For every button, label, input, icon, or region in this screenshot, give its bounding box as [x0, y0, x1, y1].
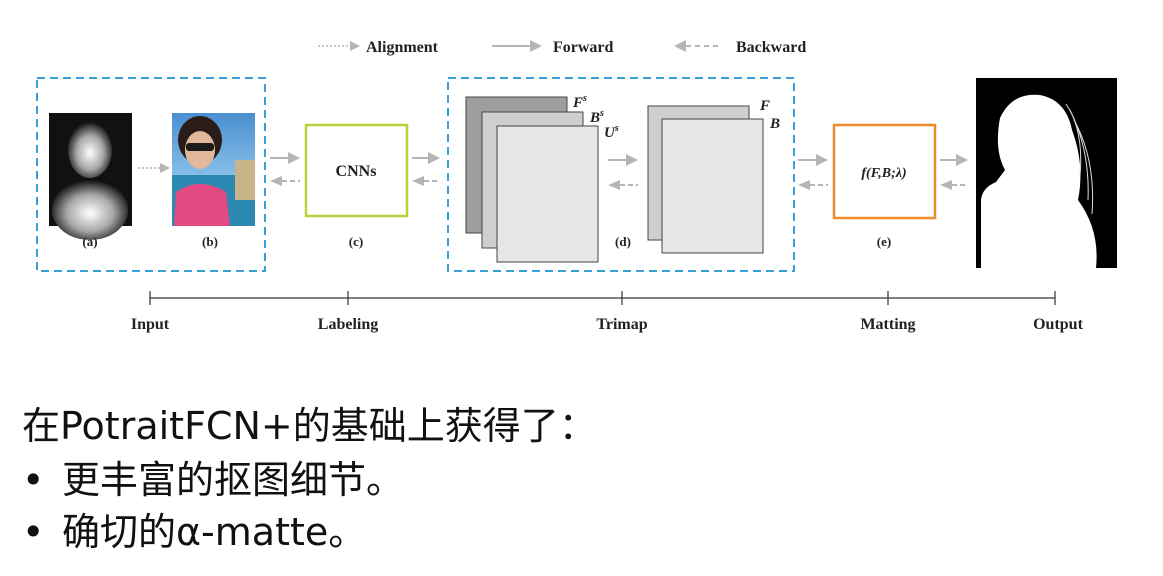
- stage-trimap-label: Trimap: [596, 316, 647, 333]
- forward-arrowhead: [288, 152, 300, 164]
- forward-arrowhead: [956, 154, 968, 166]
- stage-labeling-label: Labeling: [318, 316, 378, 333]
- forward-arrowhead: [816, 154, 828, 166]
- panel-label-e: (e): [877, 234, 891, 249]
- f-label: F: [759, 98, 770, 114]
- backward-arrowhead: [412, 176, 424, 186]
- legend-backward-label: Backward: [736, 39, 806, 56]
- alignment-arrowhead-icon: [350, 41, 360, 51]
- stage-matting-label: Matting: [860, 316, 915, 333]
- matting-box: [832, 123, 937, 220]
- us-map: [496, 125, 599, 263]
- matting-function-label: f(F,B;λ): [861, 166, 906, 181]
- input-photo: [172, 113, 255, 226]
- input-group-box: [36, 77, 266, 272]
- bullet-text: 确切的α-matte。: [62, 510, 367, 554]
- bullet-dot-icon: •: [22, 458, 45, 502]
- legend-alignment-label: Alignment: [366, 39, 439, 56]
- forward-arrowhead: [428, 152, 440, 164]
- backward-arrowhead: [798, 180, 810, 190]
- prior-mask-image: [49, 113, 132, 240]
- summary-text: 在PotraitFCN+的基础上获得了： • 更丰富的抠图细节。 • 确切的α-ma…: [22, 398, 597, 558]
- forward-arrowhead: [626, 154, 638, 166]
- b-label: B: [769, 116, 780, 132]
- summary-heading: 在PotraitFCN+的基础上获得了：: [22, 404, 597, 448]
- stage-output-label: Output: [1033, 316, 1083, 333]
- bullet-item: • 更丰富的抠图细节。: [22, 454, 597, 506]
- backward-arrowhead-icon: [674, 40, 686, 52]
- bs-label: Bs: [589, 108, 604, 126]
- panel-label-d: (d): [615, 234, 631, 249]
- pipeline-diagram: Alignment Forward Backward (a) (b) CNNs …: [36, 39, 1117, 333]
- bullet-item: • 确切的α-matte。: [22, 506, 597, 558]
- backward-arrowhead: [608, 180, 620, 190]
- cnn-label: CNNs: [336, 163, 377, 180]
- panel-label-a: (a): [82, 234, 97, 249]
- backward-arrowhead: [940, 180, 952, 190]
- cnn-box: [304, 123, 409, 218]
- stage-timeline: Input Labeling Trimap Matting Output: [131, 291, 1084, 333]
- trimap-group-box: [447, 77, 795, 272]
- panel-label-c: (c): [349, 234, 363, 249]
- bullet-dot-icon: •: [22, 510, 45, 554]
- bullet-text: 更丰富的抠图细节。: [62, 458, 405, 502]
- alignment-arrowhead: [160, 163, 170, 173]
- output-alpha-matte: [976, 78, 1117, 268]
- us-label: Us: [604, 123, 619, 141]
- forward-arrowhead-icon: [530, 40, 542, 52]
- backward-arrowhead: [270, 176, 282, 186]
- fs-label: Fs: [572, 93, 587, 111]
- legend-forward-label: Forward: [553, 39, 614, 56]
- panel-label-b: (b): [202, 234, 218, 249]
- legend: Alignment Forward Backward: [318, 39, 806, 56]
- stage-input-label: Input: [131, 316, 170, 333]
- b-map: [661, 118, 764, 254]
